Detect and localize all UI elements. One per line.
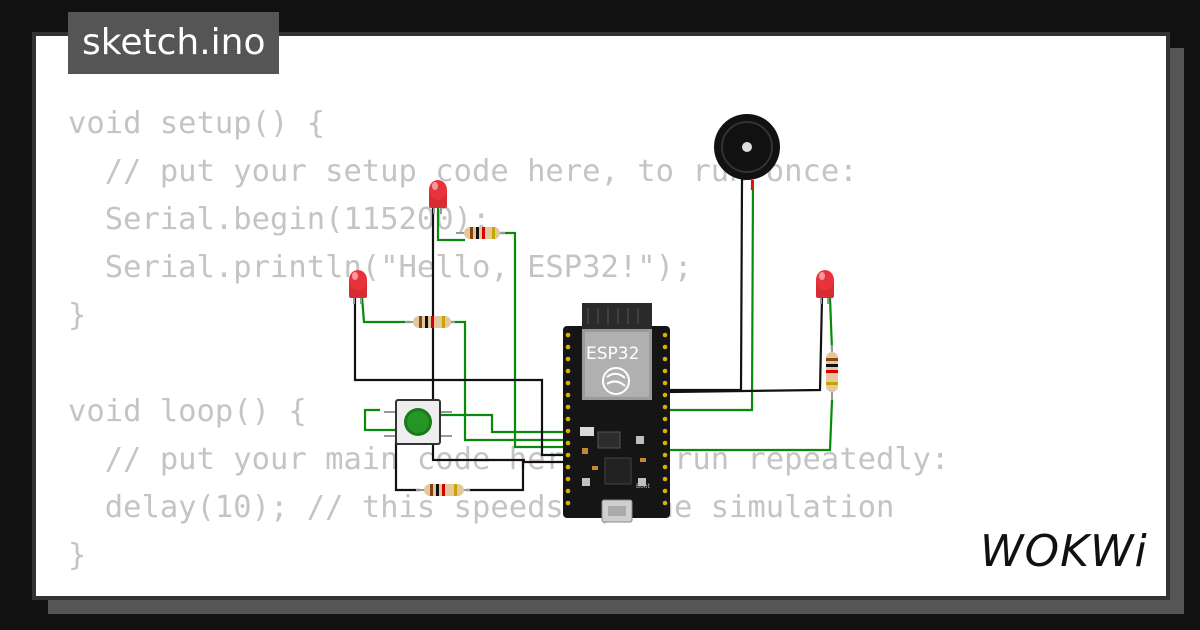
wokwi-logo: WOKWi <box>980 526 1148 576</box>
code-line: Serial.begin(115200); <box>68 202 491 237</box>
resistor-icon[interactable] <box>405 316 455 328</box>
code-line: // put your main code here, to run repea… <box>68 442 950 477</box>
code-editor[interactable]: void setup() { // put your setup code he… <box>68 100 949 580</box>
led-icon[interactable] <box>349 270 367 304</box>
black-wires <box>353 179 824 492</box>
board-label: ESP32 <box>586 344 639 364</box>
code-line: } <box>68 298 87 333</box>
brand-name: WOKWi <box>980 526 1148 576</box>
resistor-icon[interactable] <box>456 227 505 239</box>
boot-button-label: Boot <box>636 483 650 490</box>
code-line: void setup() { <box>68 106 326 141</box>
resistor-icon[interactable] <box>416 484 470 496</box>
resistor-icon[interactable] <box>826 345 838 400</box>
pushbutton-icon[interactable] <box>384 399 452 445</box>
code-line: } <box>68 538 87 573</box>
file-tab[interactable]: sketch.ino <box>68 12 280 74</box>
code-line: // put your setup code here, to run once… <box>68 154 858 189</box>
code-line: void loop() { <box>68 394 307 429</box>
esp32-board-icon[interactable]: ESP32 Boot <box>563 303 670 523</box>
code-line: Serial.println("Hello, ESP32!"); <box>68 250 693 285</box>
led-icon[interactable] <box>429 180 447 214</box>
code-line: delay(10); // this speeds up the simulat… <box>68 490 895 525</box>
buzzer-icon[interactable] <box>714 114 780 190</box>
led-icon[interactable] <box>816 270 834 304</box>
